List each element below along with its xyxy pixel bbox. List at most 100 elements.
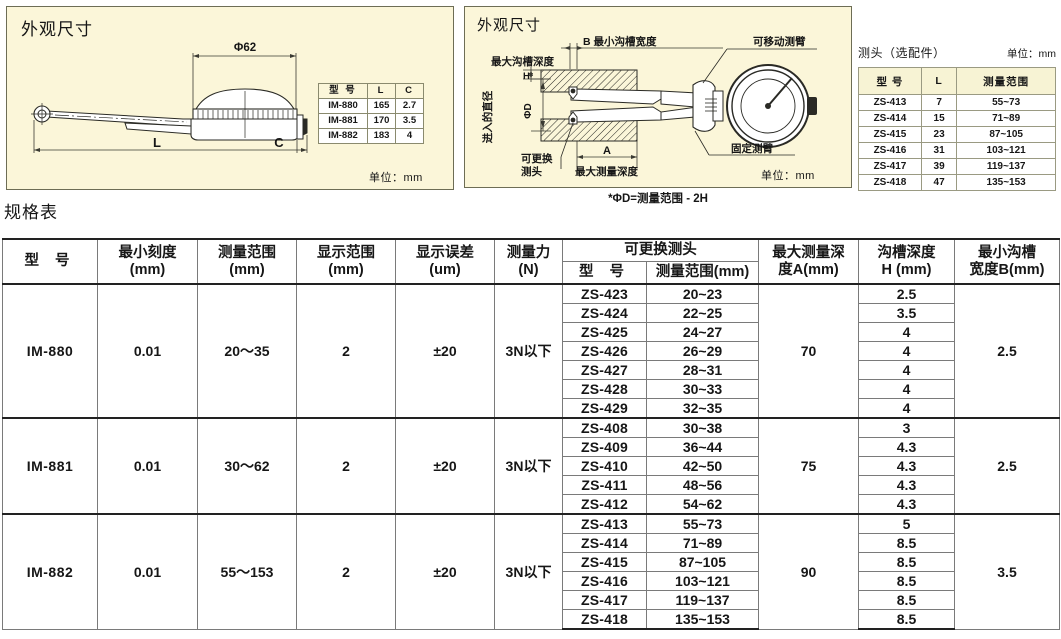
spec-cell-groove-depth: 8.5 bbox=[858, 533, 955, 553]
spec-cell-head-model: ZS-418 bbox=[562, 609, 647, 630]
panel-right-title: 外观尺寸 bbox=[477, 17, 542, 34]
spec-header-row-2: 型 号 测量范围(mm) bbox=[3, 261, 1060, 285]
spec-cell-head-model: ZS-415 bbox=[562, 552, 647, 572]
spec-cell-head-model: ZS-413 bbox=[562, 513, 647, 534]
label-diameter: Φ62 bbox=[234, 42, 256, 54]
dim-header-model: 型 号 bbox=[318, 83, 368, 99]
table-row: ZS-418 47 135~153 bbox=[858, 174, 1056, 191]
table-row: ZS-427 28~31 4 bbox=[3, 360, 1060, 380]
table-row: ZS-428 30~33 4 bbox=[3, 379, 1060, 399]
spec-cell-min-scale: 0.01 bbox=[97, 513, 198, 630]
spec-header-min-scale: 最小刻度 (mm) bbox=[97, 238, 198, 285]
diagrams-row: 外观尺寸 bbox=[0, 0, 1061, 205]
spec-cell-groove-depth: 2.5 bbox=[858, 283, 955, 304]
measuring-principle-drawing: B 最小沟槽宽度 最大沟槽深度 可移动测臂 固定测臂 可更换 测头 最大测量深度… bbox=[481, 35, 817, 178]
spec-header-display-error: 显示误差 (um) bbox=[395, 238, 495, 285]
spec-cell-groove-depth: 5 bbox=[858, 513, 955, 534]
accessory-title: 测头（选配件） bbox=[858, 46, 946, 60]
accessory-table: 型 号 L 测量范围 ZS-413 7 55~73 ZS-414 15 71~8… bbox=[858, 67, 1056, 191]
spec-cell-force: 3N以下 bbox=[494, 513, 563, 630]
spec-header-display-range-l2: (mm) bbox=[328, 261, 364, 278]
spec-cell-head-range: 71~89 bbox=[646, 533, 759, 553]
label-l: L bbox=[153, 135, 161, 150]
spec-header-groove-depth: 沟槽深度 H (mm) bbox=[858, 238, 955, 285]
accessory-header-row: 型 号 L 测量范围 bbox=[858, 67, 1056, 95]
spec-cell-head-range: 55~73 bbox=[646, 513, 759, 534]
accessory-cell-range: 87~105 bbox=[956, 126, 1056, 143]
table-row: ZS-424 22~25 3.5 bbox=[3, 303, 1060, 323]
spec-header-range-l1: 测量范围 bbox=[218, 244, 276, 261]
spec-header-display-error-l2: (um) bbox=[429, 261, 461, 278]
accessory-cell-l: 7 bbox=[920, 94, 958, 111]
spec-cell-head-model: ZS-427 bbox=[562, 360, 647, 380]
label-replaceable-head-line2: 测头 bbox=[521, 165, 542, 178]
accessory-cell-l: 15 bbox=[920, 110, 958, 127]
dim-cell-c: 2.7 bbox=[395, 98, 424, 114]
spec-header-display-error-l1: 显示误差 bbox=[416, 244, 474, 261]
panel-right-unit-note: 单位：mm bbox=[761, 170, 815, 182]
spec-cell-groove-depth: 8.5 bbox=[858, 609, 955, 630]
spec-table-heading: 规格表 bbox=[4, 203, 58, 222]
spec-cell-display-error: ±20 bbox=[395, 417, 495, 515]
spec-cell-groove-depth: 4 bbox=[858, 379, 955, 399]
table-row: ZS-417 119~137 8.5 bbox=[3, 590, 1060, 610]
spec-cell-groove-depth: 8.5 bbox=[858, 590, 955, 610]
table-row: IM-882 183 4 bbox=[318, 128, 424, 144]
table-row: ZS-416 31 103~121 bbox=[858, 142, 1056, 159]
table-row: IM-882 0.01 55～153 2 ±20 3N以下 ZS-413 55~… bbox=[2, 513, 1060, 630]
spec-cell-groove-depth: 4.3 bbox=[858, 494, 955, 515]
spec-cell-model: IM-881 bbox=[2, 417, 98, 515]
accessory-cell-range: 71~89 bbox=[956, 110, 1056, 127]
spec-cell-range: 55～153 bbox=[197, 513, 297, 630]
table-row: ZS-409 36~44 4.3 bbox=[3, 437, 1060, 457]
label-replaceable-head-line1: 可更换 bbox=[521, 152, 553, 165]
spec-cell-head-range: 87~105 bbox=[646, 552, 759, 572]
spec-cell-head-model: ZS-410 bbox=[562, 456, 647, 476]
spec-cell-head-model: ZS-426 bbox=[562, 341, 647, 361]
spec-header-max-depth-l2: 度A(mm) bbox=[778, 261, 839, 278]
spec-header-groove-depth-l2: H (mm) bbox=[881, 261, 932, 278]
spec-cell-groove-depth: 4 bbox=[858, 341, 955, 361]
spec-cell-head-range: 119~137 bbox=[646, 590, 759, 610]
spec-header-rep-model: 型 号 bbox=[562, 261, 647, 285]
dim-cell-l: 183 bbox=[367, 128, 396, 144]
spec-cell-groove-depth: 8.5 bbox=[858, 571, 955, 591]
spec-cell-display-range: 2 bbox=[296, 283, 396, 419]
spec-header-force-l1: 测量力 bbox=[506, 244, 551, 261]
accessory-cell-model: ZS-417 bbox=[858, 158, 922, 175]
spec-cell-display-error: ±20 bbox=[395, 283, 495, 419]
spec-cell-min-groove-width: 2.5 bbox=[954, 417, 1060, 515]
spec-header-model: 型 号 bbox=[2, 238, 98, 285]
spec-cell-min-groove-width: 2.5 bbox=[954, 283, 1060, 419]
accessory-cell-range: 135~153 bbox=[956, 174, 1056, 191]
spec-cell-head-model: ZS-429 bbox=[562, 398, 647, 419]
spec-header-row-1: 型 号 最小刻度 (mm) 测量范围 (mm) 显示范围 (mm) 显示误差 (… bbox=[2, 238, 1060, 285]
spec-cell-range: 20～35 bbox=[197, 283, 297, 419]
spec-cell-head-range: 42~50 bbox=[646, 456, 759, 476]
panel-left-unit-note: 单位：mm bbox=[369, 172, 423, 184]
spec-cell-min-scale: 0.01 bbox=[97, 283, 198, 419]
spec-cell-head-model: ZS-424 bbox=[562, 303, 647, 323]
spec-header-min-scale-l2: (mm) bbox=[129, 261, 166, 278]
spec-header-display-range: 显示范围 (mm) bbox=[296, 238, 396, 285]
gauge-side-view-drawing: Φ62 L C bbox=[31, 42, 308, 153]
spec-header-display-range-l1: 显示范围 bbox=[317, 244, 375, 261]
spec-header-force-l2: (N) bbox=[518, 261, 539, 278]
dim-cell-model: IM-881 bbox=[318, 113, 368, 129]
spec-cell-groove-depth: 8.5 bbox=[858, 552, 955, 572]
accessory-header-range: 测量范围 bbox=[956, 67, 1056, 95]
dim-cell-model: IM-882 bbox=[318, 128, 368, 144]
spec-header-max-depth-l1: 最大测量深 bbox=[772, 244, 845, 261]
spec-cell-head-range: 103~121 bbox=[646, 571, 759, 591]
spec-cell-head-model: ZS-412 bbox=[562, 494, 647, 515]
phid-formula-note: *ΦD=测量范围 - 2H bbox=[608, 193, 708, 205]
table-row: ZS-426 26~29 4 bbox=[3, 341, 1060, 361]
spec-header-min-groove: 最小沟槽 宽度B(mm) bbox=[954, 238, 1060, 285]
spec-cell-force: 3N以下 bbox=[494, 283, 563, 419]
dim-cell-l: 170 bbox=[367, 113, 396, 129]
label-entry-diameter: 进入的直径 bbox=[481, 90, 494, 143]
dim-header-c: C bbox=[395, 83, 424, 99]
table-row: ZS-410 42~50 4.3 bbox=[3, 456, 1060, 476]
table-row: ZS-414 71~89 8.5 bbox=[3, 533, 1060, 553]
spec-cell-head-model: ZS-428 bbox=[562, 379, 647, 399]
